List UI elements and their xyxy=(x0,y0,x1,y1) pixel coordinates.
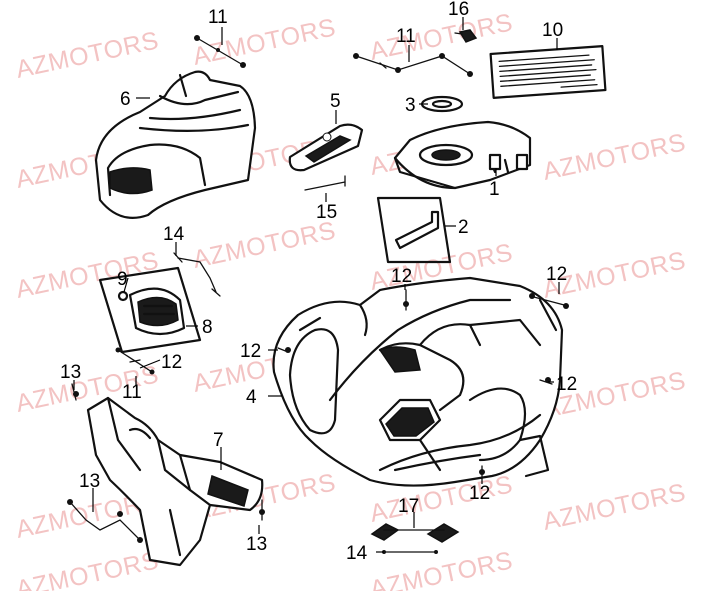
callout-13: 13 xyxy=(246,534,267,555)
callout-12: 12 xyxy=(556,374,577,395)
part-screw-12a xyxy=(403,289,409,311)
callout-1: 1 xyxy=(489,179,500,200)
part-screw-12b xyxy=(529,293,569,309)
part-screw-13b xyxy=(67,499,143,543)
part-front-bumper xyxy=(86,396,264,567)
callout-labels: 11 6 11 16 10 3 5 1 15 2 14 9 8 12 11 13… xyxy=(60,0,577,564)
part-screw-12c xyxy=(277,347,291,353)
part-screw-12f xyxy=(479,465,485,479)
part-front-fender-body xyxy=(272,276,564,487)
callout-12: 12 xyxy=(469,483,490,504)
part-tank-bracket xyxy=(376,196,452,264)
watermark-layer: AZMOTORS AZMOTORS AZMOTORS AZMOTORS AZMO… xyxy=(13,8,688,591)
part-clip xyxy=(454,29,478,43)
watermark: AZMOTORS xyxy=(540,128,688,186)
part-panel-cover xyxy=(288,123,364,172)
callout-11: 11 xyxy=(208,7,228,28)
callout-12: 12 xyxy=(240,341,261,362)
callout-16: 16 xyxy=(448,0,469,20)
part-front-upper-cover xyxy=(94,70,257,219)
part-strap-14a xyxy=(173,252,221,297)
part-strap xyxy=(304,175,346,191)
part-warning-label xyxy=(489,45,607,99)
callout-13: 13 xyxy=(79,471,100,492)
callout-10: 10 xyxy=(542,20,563,41)
callout-11: 11 xyxy=(396,26,416,47)
callout-9: 9 xyxy=(117,269,128,290)
watermark: AZMOTORS xyxy=(367,546,515,591)
callout-4: 4 xyxy=(246,387,257,408)
part-screw-13c xyxy=(259,499,265,521)
leader-lines xyxy=(73,17,560,553)
callout-5: 5 xyxy=(330,91,341,112)
watermark: AZMOTORS xyxy=(13,546,161,591)
callout-12: 12 xyxy=(546,264,567,285)
part-tank-cover xyxy=(393,120,532,190)
callout-14: 14 xyxy=(163,224,185,245)
callout-14: 14 xyxy=(346,543,368,564)
callout-12: 12 xyxy=(391,266,412,287)
callout-11: 11 xyxy=(122,382,142,403)
part-strap-17 xyxy=(370,523,460,543)
callout-7: 7 xyxy=(213,430,224,451)
callout-3: 3 xyxy=(405,95,416,116)
part-wire-strip-11b xyxy=(353,53,473,77)
part-headlight-assembly xyxy=(98,266,202,354)
watermark: AZMOTORS xyxy=(190,216,338,274)
callout-12: 12 xyxy=(161,352,182,373)
part-wire-strip-11c xyxy=(115,347,155,375)
callout-6: 6 xyxy=(120,89,131,110)
watermark: AZMOTORS xyxy=(540,478,688,536)
part-strap-14b xyxy=(382,550,438,554)
callout-13: 13 xyxy=(60,362,81,383)
part-wire-strip-11a xyxy=(194,35,246,68)
callout-15: 15 xyxy=(316,202,337,223)
watermark: AZMOTORS xyxy=(13,26,161,84)
callout-2: 2 xyxy=(458,217,469,238)
callout-8: 8 xyxy=(202,317,213,338)
callout-17: 17 xyxy=(398,496,419,517)
part-screw-13a xyxy=(71,383,79,401)
